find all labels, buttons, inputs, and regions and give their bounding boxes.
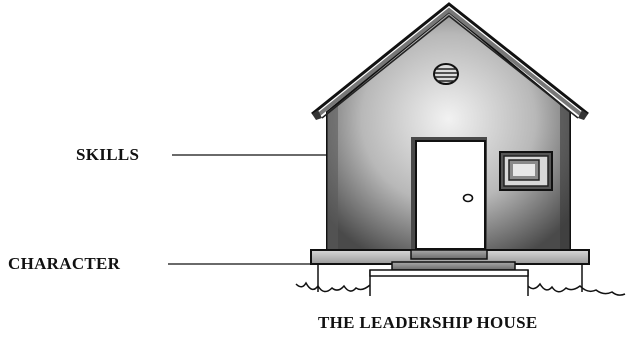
grass [296, 283, 625, 295]
door [411, 137, 487, 249]
skills-label: SKILLS [76, 145, 139, 165]
character-label: CHARACTER [8, 254, 120, 274]
window [500, 152, 552, 190]
diagram-caption: THE LEADERSHIP HOUSE [318, 313, 538, 333]
attic-vent-icon [434, 64, 458, 84]
